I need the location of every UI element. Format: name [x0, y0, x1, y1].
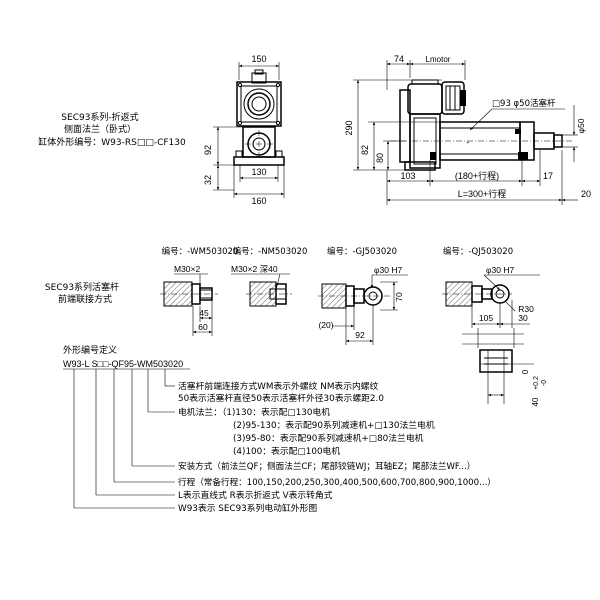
top-title-line3: 缸体外形编号：W93-RS□□-CF130	[38, 136, 186, 148]
dim-total-length: L=300+行程	[458, 188, 507, 199]
wm-thread: M30×2	[174, 264, 200, 274]
pin-tol2: -0	[541, 380, 548, 386]
pin-tol: +0.2	[533, 376, 540, 390]
qj-hole: φ30 H7	[486, 265, 514, 275]
wm-code: 编号：-WM503020	[162, 246, 239, 257]
code-line-10: W93表示 SEC93系列电动缸外形图	[178, 502, 317, 514]
dim-80: 80	[375, 153, 385, 163]
svg-text:+: +	[467, 140, 470, 146]
rod-end-wm: 编号：-WM503020 M30×2 45 60	[160, 246, 238, 336]
code-line-6: (4)100：表示配□100电机	[233, 445, 340, 457]
top-title-line1: SEC93系列-折返式	[61, 111, 138, 123]
code-line-8: 行程（常备行程：100,150,200,250,300,400,500,600,…	[178, 476, 496, 488]
code-def-title: 外形编号定义	[63, 344, 117, 356]
dim-20: 20	[581, 189, 591, 199]
code-line-5: (3)95-80：表示配90系列减速机+□80法兰电机	[233, 432, 424, 444]
pin-dim-40: 40	[531, 397, 540, 406]
dim-150: 150	[251, 54, 266, 64]
gj-dim-92: 92	[355, 330, 365, 340]
gj-dim-20: (20)	[318, 320, 333, 330]
rod-end-nm: 编号：-NM503020 M30×2 深40	[231, 246, 308, 307]
dim-74: 74	[394, 54, 404, 64]
rod-end-title-line1: SEC93系列活塞杆	[45, 281, 119, 293]
qj-code: 编号：-QJ503020	[443, 246, 513, 257]
nm-code: 编号：-NM503020	[233, 246, 308, 257]
gj-hole: φ30 H7	[374, 265, 402, 275]
rod-end-qj: 编号：-QJ503020 φ30 H7 R30 105 30	[442, 246, 540, 328]
dim-92: 92	[203, 145, 213, 155]
dim-32: 32	[203, 175, 213, 185]
top-view-title: SEC93系列-折返式 侧面法兰（卧式） 缸体外形编号：W93-RS□□-CF1…	[38, 111, 186, 148]
top-title-line2: 侧面法兰（卧式）	[64, 123, 136, 135]
nm-thread: M30×2 深40	[231, 264, 278, 274]
dim-dia50: φ50	[576, 118, 586, 133]
wm-dim-45: 45	[199, 308, 209, 318]
code-line-3: 电机法兰：（1)130：表示配□130电机	[178, 406, 330, 418]
code-line-1: 活塞杆前端连接方式WM表示外螺纹 NM表示内螺纹	[178, 380, 379, 392]
dim-stroke: (180+行程)	[455, 170, 499, 181]
dim-130: 130	[251, 167, 266, 177]
pin-detail: 0 +0.2 -0 40	[462, 328, 548, 406]
dim-103: 103	[400, 171, 415, 181]
qj-dim-r30: R30	[518, 304, 534, 314]
code-line-2: 50表示活塞杆直径50表示活塞杆外径30表示螺距2.0	[178, 392, 384, 404]
rod-end-title: SEC93系列活塞杆 前端联接方式	[45, 281, 119, 305]
rod-label: □93 φ50活塞杆	[492, 98, 556, 109]
gj-dim-70: 70	[394, 292, 404, 302]
code-definition: 外形编号定义 W93-L S□□-QF95-WM503020 活塞杆前端连接方式…	[63, 344, 496, 514]
code-line-4: (2)95-130：表示配90系列减速机+□130法兰电机	[233, 419, 435, 431]
rod-end-title-line2: 前端联接方式	[58, 293, 112, 305]
code-line-7: 安装方式（前法兰QF；侧面法兰CF；尾部铰链WJ；耳轴EZ；尾部法兰WF...）	[178, 460, 475, 472]
dim-17: 17	[543, 171, 553, 181]
code-line-9: L表示直线式 R表示折返式 V表示转角式	[178, 489, 333, 501]
gj-code: 编号：-GJ503020	[327, 246, 397, 257]
wm-dim-60: 60	[198, 322, 208, 332]
dim-160: 160	[251, 196, 266, 206]
code-example: W93-L S□□-QF95-WM503020	[63, 359, 183, 369]
dim-290: 290	[344, 120, 354, 135]
qj-dim-30: 30	[518, 313, 528, 323]
dim-82: 82	[360, 145, 370, 155]
qj-dim-105: 105	[479, 313, 493, 323]
side-view: 74 Lmotor + □93 φ50活塞杆	[344, 54, 591, 205]
pin-dim-0: 0	[521, 369, 530, 374]
rod-end-gj: 编号：-GJ503020 φ30 H7 70 (20) 92	[318, 246, 408, 345]
front-view: 150 92 32 130	[203, 54, 285, 206]
dim-lmotor: Lmotor	[426, 55, 451, 64]
